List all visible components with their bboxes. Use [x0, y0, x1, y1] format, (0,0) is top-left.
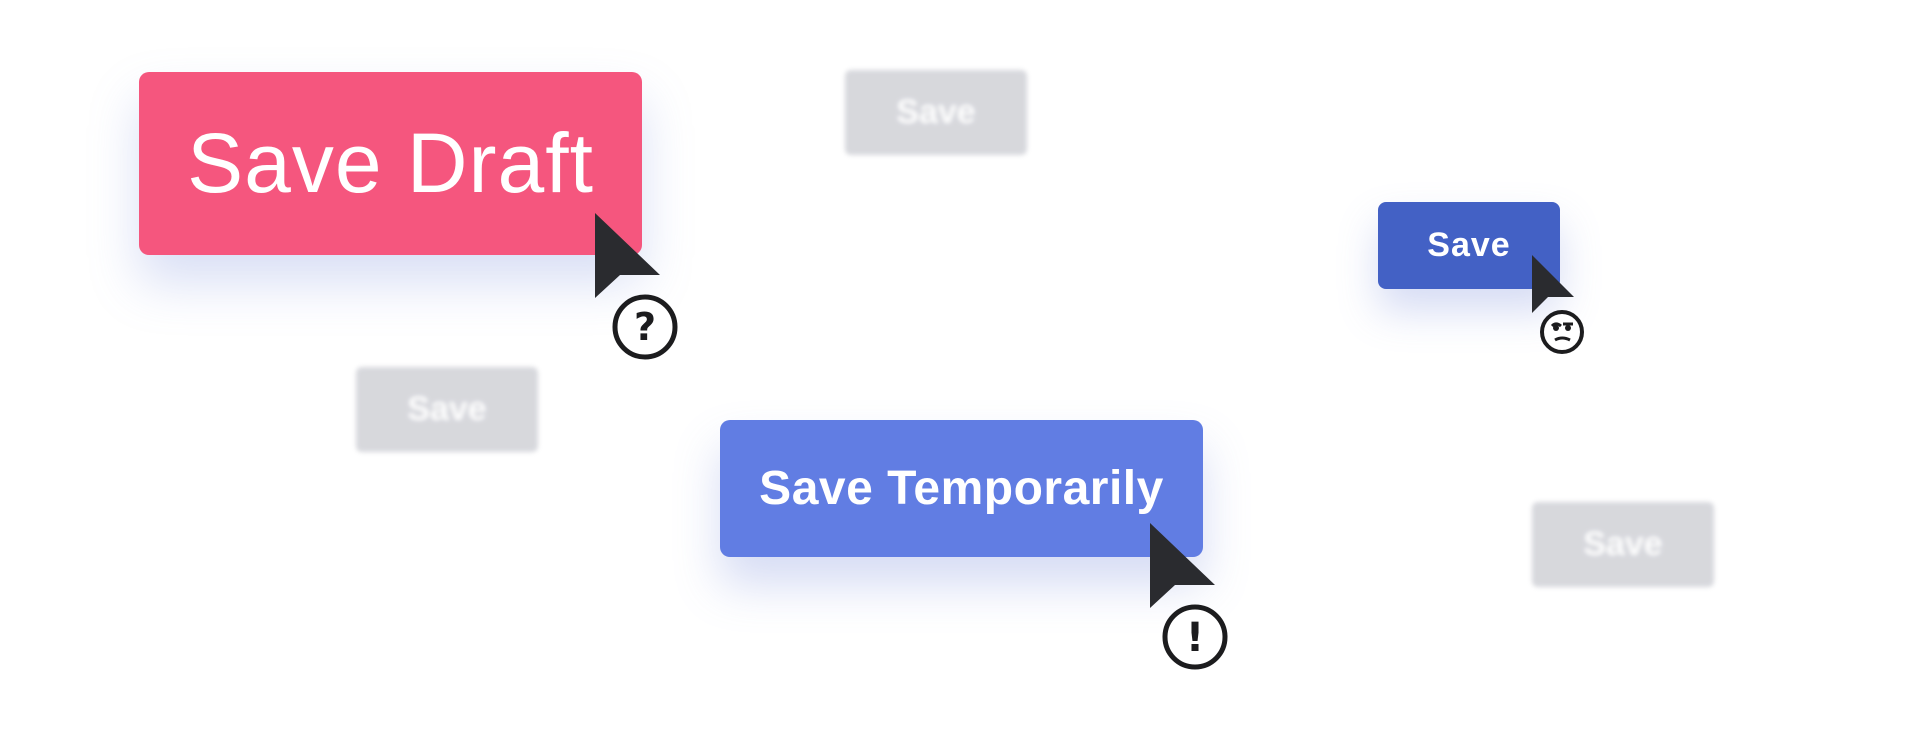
skeptical-face-icon — [1540, 310, 1584, 354]
arrow-cursor-icon — [1532, 255, 1574, 313]
blurred-save-label: Save — [407, 390, 487, 428]
save-temporarily-button[interactable]: Save Temporarily — [720, 420, 1203, 557]
svg-text:!: ! — [1186, 615, 1204, 661]
blurred-save-button: Save — [845, 70, 1027, 155]
pointer-exclamation-cursor-icon: ! — [1150, 523, 1228, 670]
blurred-save-button: Save — [356, 367, 538, 452]
blurred-save-button: Save — [1532, 502, 1714, 587]
save-draft-button[interactable]: Save Draft — [139, 72, 642, 255]
save-draft-label: Save Draft — [187, 116, 594, 210]
exclamation-mark-icon: ! — [1162, 604, 1228, 670]
pointer-question-cursor-icon: ? — [595, 213, 678, 360]
save-button[interactable]: Save — [1378, 202, 1560, 289]
svg-text:?: ? — [634, 305, 656, 349]
arrow-cursor-icon — [595, 213, 660, 298]
blurred-save-label: Save — [1583, 525, 1663, 563]
question-mark-icon: ? — [612, 294, 678, 360]
pointer-skeptical-face-cursor-icon — [1532, 255, 1584, 354]
save-label: Save — [1427, 226, 1511, 264]
blurred-save-label: Save — [896, 93, 976, 131]
arrow-cursor-icon — [1150, 523, 1215, 608]
save-temporarily-label: Save Temporarily — [759, 462, 1164, 515]
